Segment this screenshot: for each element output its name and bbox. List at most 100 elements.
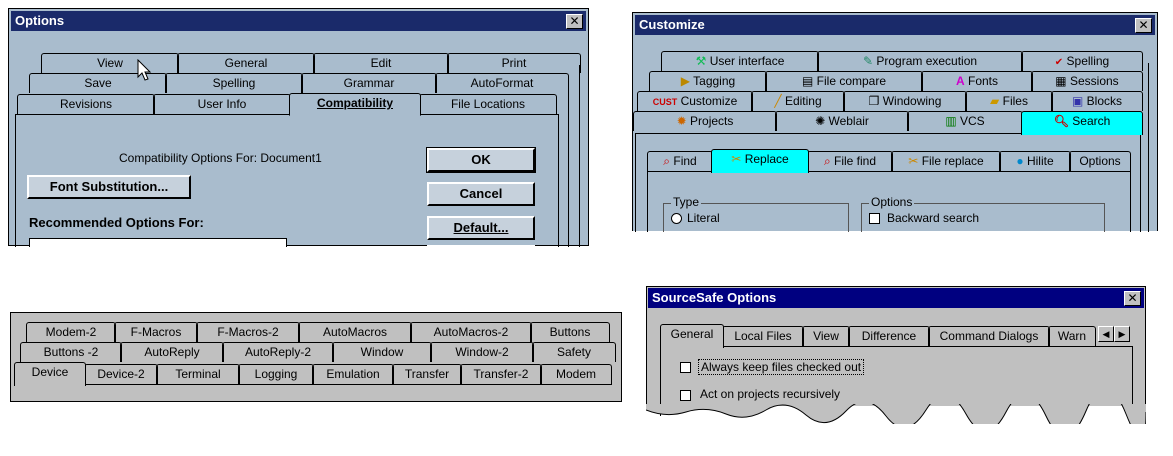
options-dialog: Options ✕ View General Edit Print Save S… xyxy=(8,8,589,249)
compat-options-label: Compatibility Options For: Document1 xyxy=(119,151,322,165)
always-keep-checked-out-label: Always keep files checked out xyxy=(698,359,865,375)
tab-grammar[interactable]: Grammar xyxy=(301,73,437,93)
tab-spelling[interactable]: ✔ Spelling xyxy=(1021,51,1143,71)
terminal-panel-line xyxy=(86,384,612,385)
terminal-tab-strip xyxy=(10,312,622,402)
sourcesafe-panel-top xyxy=(724,346,1132,347)
tab-automacros-2[interactable]: AutoMacros-2 xyxy=(410,322,532,342)
user-interface-icon: ⚒ xyxy=(695,54,707,68)
file-replace-icon: ✂ xyxy=(908,154,919,168)
vcs-icon: ▥ xyxy=(945,114,957,128)
tab-autoreply[interactable]: AutoReply xyxy=(120,342,224,362)
tab-logging[interactable]: Logging xyxy=(238,364,314,384)
subtab-panel-top xyxy=(647,171,1131,172)
weblair-icon: ✺ xyxy=(815,114,826,128)
subtab-options[interactable]: Options xyxy=(1069,151,1131,171)
tab-scroll-left-button[interactable]: ◀ xyxy=(1098,326,1114,342)
tab-view[interactable]: View xyxy=(41,53,179,73)
subtab-find[interactable]: ⌕ Find xyxy=(647,151,713,171)
tab-emulation[interactable]: Emulation xyxy=(312,364,394,384)
tab-projects[interactable]: ✹ Projects xyxy=(633,111,777,131)
tab-safety[interactable]: Safety xyxy=(532,342,616,362)
tab-modem-2[interactable]: Modem-2 xyxy=(26,322,116,342)
always-keep-checked-out-checkbox[interactable] xyxy=(680,362,691,373)
extra-button-edge xyxy=(427,245,535,249)
tab-program-execution[interactable]: ✎ Program execution xyxy=(817,51,1023,71)
sourcesafe-close-button[interactable]: ✕ xyxy=(1124,291,1141,306)
customize-titlebar: Customize ✕ xyxy=(635,15,1155,35)
tab-tagging[interactable]: ▶ Tagging xyxy=(649,71,767,91)
tab-f-macros-2[interactable]: F-Macros-2 xyxy=(196,322,300,342)
recommended-select[interactable] xyxy=(29,238,287,247)
tab-stack-edge xyxy=(579,65,580,247)
tab-view[interactable]: View xyxy=(802,326,850,346)
options-group xyxy=(861,203,1105,232)
tab-window-2[interactable]: Window-2 xyxy=(430,342,534,362)
tab-sessions[interactable]: ▦ Sessions xyxy=(1031,71,1143,91)
editing-icon: ╱ xyxy=(774,94,782,108)
cancel-button[interactable]: Cancel xyxy=(427,182,535,206)
tab-automacros[interactable]: AutoMacros xyxy=(298,322,412,342)
subtab-replace[interactable]: ✂ Replace xyxy=(711,149,809,173)
tab-general[interactable]: General xyxy=(660,324,724,348)
tab-file-locations[interactable]: File Locations xyxy=(419,94,557,114)
tab-user-interface[interactable]: ⚒ User interface xyxy=(661,51,819,71)
subtab-hilite[interactable]: ● Hilite xyxy=(999,151,1071,171)
tab-file-compare[interactable]: ▤ File compare xyxy=(765,71,923,91)
type-group-label: Type xyxy=(671,195,702,209)
tab-buttons[interactable]: Buttons xyxy=(530,322,610,342)
tab-customize[interactable]: CUST Customize xyxy=(637,91,753,111)
tab-spelling[interactable]: Spelling xyxy=(165,73,303,93)
files-icon: ▰ xyxy=(990,94,1000,108)
tab-files[interactable]: ▰ Files xyxy=(965,91,1053,111)
default-button[interactable]: Default... xyxy=(427,216,535,240)
customize-close-button[interactable]: ✕ xyxy=(1135,18,1152,33)
tab-terminal[interactable]: Terminal xyxy=(156,364,240,384)
backward-search-checkbox[interactable] xyxy=(869,213,880,224)
recommended-options-label: Recommended Options For: xyxy=(29,215,204,230)
tab-user-info[interactable]: User Info xyxy=(153,94,291,114)
tab-warn[interactable]: Warn xyxy=(1048,326,1096,346)
tab-print[interactable]: Print xyxy=(447,53,581,73)
tab-autoformat[interactable]: AutoFormat xyxy=(435,73,569,93)
customize-title: Customize xyxy=(639,17,705,32)
terminal-tabs: Modem-2 F-Macros F-Macros-2 AutoMacros A… xyxy=(10,312,622,402)
tab-transfer-2[interactable]: Transfer-2 xyxy=(460,364,542,384)
subtab-file-find[interactable]: ⌕ File find xyxy=(807,151,893,171)
tab-buttons-2[interactable]: Buttons -2 xyxy=(20,342,122,362)
tab-scroll-right-button[interactable]: ▶ xyxy=(1114,326,1130,342)
subtab-file-replace[interactable]: ✂ File replace xyxy=(891,151,1001,171)
tab-modem[interactable]: Modem xyxy=(540,364,612,384)
options-close-button[interactable]: ✕ xyxy=(566,14,583,29)
literal-radio[interactable] xyxy=(671,213,682,224)
tab-revisions[interactable]: Revisions xyxy=(17,94,155,114)
tab-compatibility[interactable]: Compatibility xyxy=(289,93,421,116)
tab-general[interactable]: General xyxy=(177,53,315,73)
tab-search[interactable]: 🔍︎ Search xyxy=(1021,111,1143,135)
tab-local-files[interactable]: Local Files xyxy=(722,326,804,346)
tab-fonts[interactable]: A Fonts xyxy=(921,71,1033,91)
tab-device-2[interactable]: Device-2 xyxy=(84,364,158,384)
tab-vcs[interactable]: ▥ VCS xyxy=(907,111,1023,131)
tab-editing[interactable]: ╱ Editing xyxy=(751,91,845,111)
font-substitution-button[interactable]: Font Substitution... xyxy=(27,175,191,199)
sourcesafe-dialog: SourceSafe Options ✕ General Local Files… xyxy=(646,286,1146,424)
tab-edit[interactable]: Edit xyxy=(313,53,449,73)
type-group xyxy=(663,203,849,232)
tab-blocks[interactable]: ▣ Blocks xyxy=(1051,91,1143,111)
tab-device[interactable]: Device xyxy=(14,362,86,386)
tab-save[interactable]: Save xyxy=(29,73,167,93)
tab-window[interactable]: Window xyxy=(332,342,432,362)
act-recursively-checkbox[interactable] xyxy=(680,390,691,401)
tab-autoreply-2[interactable]: AutoReply-2 xyxy=(222,342,334,362)
search-panel xyxy=(635,133,1141,232)
options-titlebar: Options ✕ xyxy=(11,11,586,31)
tab-difference[interactable]: Difference xyxy=(848,326,930,346)
tab-command-dialogs[interactable]: Command Dialogs xyxy=(928,326,1050,346)
compatibility-panel xyxy=(15,114,559,247)
ok-button[interactable]: OK xyxy=(426,147,536,173)
tab-weblair[interactable]: ✺ Weblair xyxy=(775,111,909,131)
tab-transfer[interactable]: Transfer xyxy=(392,364,462,384)
tab-f-macros[interactable]: F-Macros xyxy=(114,322,198,342)
tab-windowing[interactable]: ❐ Windowing xyxy=(843,91,967,111)
